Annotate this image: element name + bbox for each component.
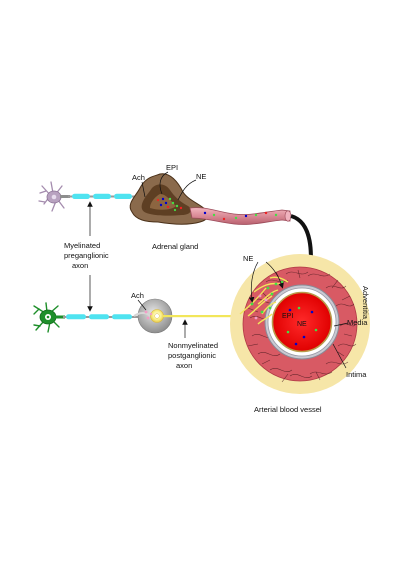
label-myelinated-line1: Myelinated: [64, 241, 101, 250]
label-arterial-blood-vessel: Arterial blood vessel: [254, 405, 322, 414]
label-adventitia: Adventitia: [361, 286, 370, 319]
label-ne-vessel: NE: [243, 254, 254, 263]
lumen: [271, 291, 333, 353]
label-ne-top: NE: [196, 172, 207, 181]
preganglionic-axon-bottom: [63, 314, 141, 320]
label-ach-bottom: Ach: [131, 291, 144, 300]
perivascular-nerve-fibers: [239, 276, 289, 325]
pointer-lines: [87, 171, 349, 369]
label-nonmyelinated-line3: axon: [176, 361, 193, 370]
lumen-hormone-dots: [286, 306, 318, 346]
gland-hormone-dots: [156, 197, 183, 212]
ganglion: [133, 298, 173, 334]
label-epi-lumen: EPI: [282, 313, 294, 320]
preganglionic-neuron-top: [38, 181, 70, 212]
label-ne-lumen: NE: [297, 321, 307, 328]
label-adrenal-gland: Adrenal gland: [152, 242, 199, 251]
label-nonmyelinated-line1: Nonmyelinated: [168, 341, 219, 350]
label-epi-top: EPI: [166, 163, 179, 172]
label-ach-top: Ach: [132, 173, 145, 182]
postganglionic-axon: [163, 315, 273, 318]
label-intima: Intima: [346, 370, 367, 379]
label-media: Media: [347, 318, 368, 327]
label-myelinated-line2: preganglionic: [64, 251, 109, 260]
preganglionic-neuron-bottom: [33, 302, 65, 333]
label-nonmyelinated-line2: postganglionic: [168, 351, 216, 360]
label-myelinated-line3: axon: [72, 261, 89, 270]
perivascular-nerve-varicosities: [250, 280, 284, 320]
adrenal-vein: [189, 207, 292, 225]
